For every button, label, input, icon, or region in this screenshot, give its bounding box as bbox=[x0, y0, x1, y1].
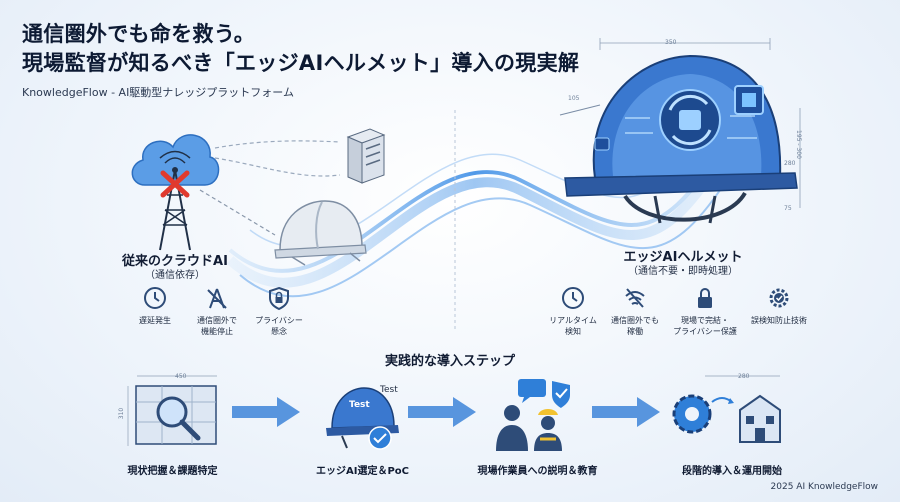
shield-lock-icon bbox=[269, 286, 289, 311]
dim-step1-width: 450 bbox=[175, 373, 187, 380]
subtitle: KnowledgeFlow - AI駆動型ナレッジプラットフォーム bbox=[22, 86, 294, 99]
feature-latency: 遅延発生 bbox=[120, 285, 190, 326]
gear-check-icon bbox=[769, 288, 789, 308]
standard-helmet-illustration bbox=[274, 200, 367, 266]
steps-title: 実践的な導入ステップ bbox=[384, 354, 515, 369]
step-2-helmet-test-text: Test bbox=[349, 400, 370, 410]
edge-helmet-subheading: （通信不要・即時処理） bbox=[628, 266, 738, 277]
clock-icon bbox=[144, 287, 166, 309]
gear-icon bbox=[672, 394, 712, 434]
feature-false-positive-label: 誤検知防止技術 bbox=[751, 316, 807, 325]
feature-offline-ok-label: 通信圏外でも 稼働 bbox=[611, 316, 659, 336]
edge-ai-helmet-illustration bbox=[564, 38, 801, 224]
cloud-ai-subheading: （通信依存） bbox=[145, 270, 205, 281]
step-2-test-helmet-icon bbox=[326, 387, 399, 450]
step-2-test-tag: Test bbox=[380, 385, 398, 395]
dim-helmet-width: 350 bbox=[665, 39, 677, 46]
server-icon bbox=[346, 128, 386, 184]
feature-realtime-label: リアルタイム 検知 bbox=[549, 316, 597, 336]
edge-helmet-heading: エッジAIヘルメット bbox=[623, 250, 743, 265]
dim-helmet-side: 105 bbox=[568, 95, 580, 102]
feature-onsite-privacy: 現場で完結・ プライバシー保護 bbox=[666, 285, 744, 337]
wifi-off-icon bbox=[625, 288, 645, 308]
feature-onsite-privacy-label: 現場で完結・ プライバシー保護 bbox=[673, 316, 737, 336]
page-title: 通信圏外でも命を救う。 現場監督が知るべき「エッジAIヘルメット」導入の現実解 bbox=[22, 20, 579, 78]
step-2-label: エッジAI選定＆PoC bbox=[316, 466, 409, 477]
cloud-ai-heading: 従来のクラウドAI bbox=[122, 254, 228, 269]
step-1-map-search-icon bbox=[127, 375, 217, 446]
step-1-label: 現状把握＆課題特定 bbox=[127, 466, 218, 477]
title-line-1: 通信圏外でも命を救う。 bbox=[22, 22, 256, 46]
arrow-right-icon bbox=[232, 397, 300, 427]
feature-false-positive: 誤検知防止技術 bbox=[738, 285, 820, 326]
dim-helmet-height: 195 - 300 bbox=[795, 130, 802, 159]
arrow-right-icon bbox=[592, 397, 660, 427]
dim-step4-width: 280 bbox=[738, 373, 750, 380]
feature-offline-stop: 通信圏外で 機能停止 bbox=[182, 285, 252, 337]
clock-icon bbox=[562, 287, 584, 309]
step-4-gear-building-icon bbox=[672, 375, 781, 443]
feature-privacy-concern: プライバシー 懸念 bbox=[244, 285, 314, 337]
feature-realtime: リアルタイム 検知 bbox=[538, 285, 608, 337]
dim-d1: 280 bbox=[784, 160, 796, 167]
feature-offline-stop-label: 通信圏外で 機能停止 bbox=[197, 316, 237, 336]
tower-off-icon bbox=[207, 288, 227, 309]
step-3-label: 現場作業員への説明＆教育 bbox=[477, 466, 598, 477]
footer-credit: 2025 AI KnowledgeFlow bbox=[770, 482, 878, 492]
dim-step1-height: 310 bbox=[118, 407, 126, 420]
dim-d2: 75 bbox=[784, 205, 792, 212]
feature-latency-label: 遅延発生 bbox=[139, 316, 171, 325]
title-line-2: 現場監督が知るべき「エッジAIヘルメット」導入の現実解 bbox=[22, 51, 580, 75]
cloud-tower-illustration bbox=[131, 134, 220, 251]
step-4-label: 段階的導入＆運用開始 bbox=[682, 466, 782, 477]
lock-icon bbox=[698, 288, 712, 308]
feature-privacy-concern-label: プライバシー 懸念 bbox=[255, 316, 303, 336]
step-3-training-people-icon bbox=[496, 379, 570, 451]
feature-offline-ok: 通信圏外でも 稼働 bbox=[600, 285, 670, 337]
arrow-right-icon bbox=[408, 397, 476, 427]
